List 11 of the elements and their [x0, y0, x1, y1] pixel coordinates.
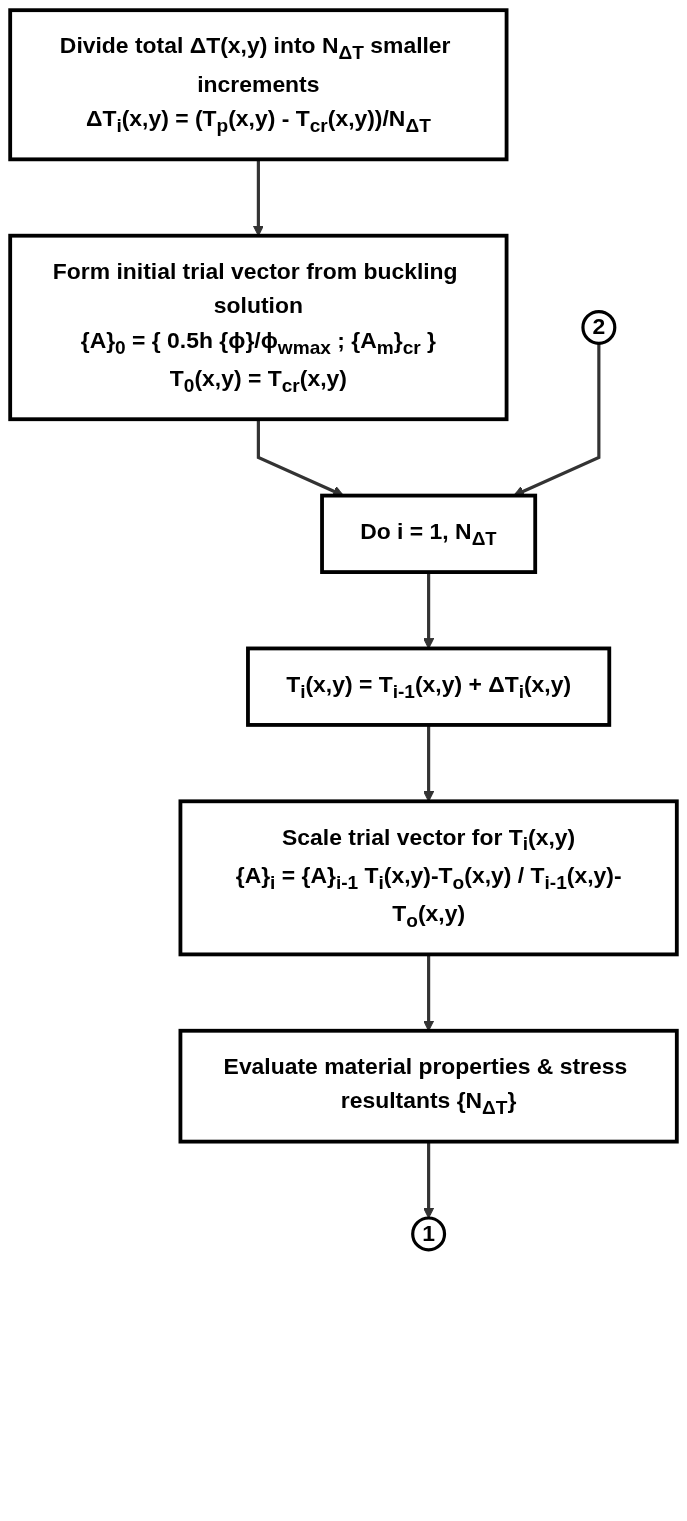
- node-box: T$_{i}$(x,y) = T$_{i-1}$(x,y) + ΔT$_{i}$(x,y): [246, 646, 612, 727]
- arrow: [423, 724, 435, 802]
- node-circle: 1: [411, 1216, 447, 1252]
- node-box: Scale trial vector for T$_{i}$(x,y) {A}$_{i}$ = {A}$_{i-1}$ T$_{i}$(x,y)-T$_{o}$(x,y) / T$_{i-1}$(x,y)-T$_{o}$(x,y): [178, 799, 679, 957]
- node-circle: 2: [581, 309, 617, 345]
- arrow: [423, 1141, 435, 1219]
- node-box: Form initial trial vector from buckling solution {A}$_{0}$ = { 0.5h {ϕ}/ϕ$_{wmax}$ ; {A$_{m}$}$_{cr}$ } T$_{0}$(x,y) = T$_{cr}$(x,y): [8, 233, 509, 422]
- arrow: [423, 572, 435, 649]
- node-box: Evaluate material properties & stress resultants {N$_{ΔT}$}: [178, 1028, 679, 1144]
- node-box: Divide total ΔT(x,y) into N$_{ΔT}$ smaller increments ΔT$_{i}$(x,y) = (T$_{p}$(x,y) - T$_{cr}$(x,y))/N$_{ΔT}$: [8, 8, 509, 162]
- node-box: Do i = 1, N$_{ΔT}$: [320, 493, 538, 574]
